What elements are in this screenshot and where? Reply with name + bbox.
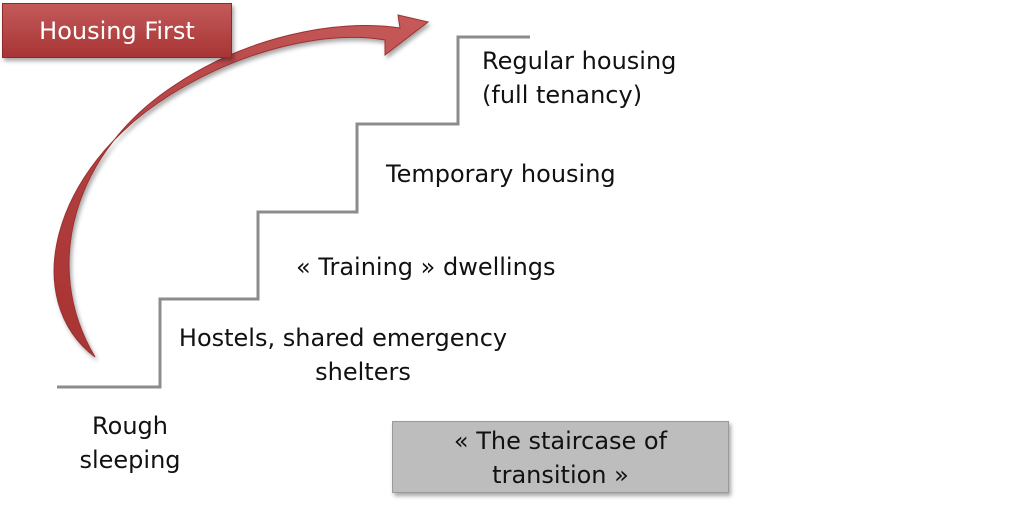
housing-first-badge: Housing First <box>2 3 232 58</box>
step-rough-sleeping-line2: sleeping <box>79 446 181 474</box>
housing-first-arrow <box>53 14 430 358</box>
step-rough-sleeping-line1: Rough <box>92 412 168 440</box>
step-regular-housing: Regular housing (full tenancy) <box>482 44 676 112</box>
step-training-dwellings: « Training » dwellings <box>296 253 556 281</box>
step-regular-housing-line1: Regular housing <box>482 47 677 75</box>
step-rough-sleeping: Rough sleeping <box>70 409 190 477</box>
step-regular-housing-line2: (full tenancy) <box>482 81 643 109</box>
caption-line2: transition » <box>492 461 629 489</box>
step-temporary-housing: Temporary housing <box>386 160 616 188</box>
step-hostels: Hostels, shared emergency shelters <box>178 321 508 389</box>
staircase-caption-box: « The staircase of transition » <box>392 421 729 493</box>
step-hostels-line1: Hostels, shared emergency <box>178 324 508 352</box>
staircase-line <box>57 35 530 389</box>
caption-line1: « The staircase of <box>453 427 668 455</box>
step-hostels-line2: shelters <box>315 358 411 386</box>
